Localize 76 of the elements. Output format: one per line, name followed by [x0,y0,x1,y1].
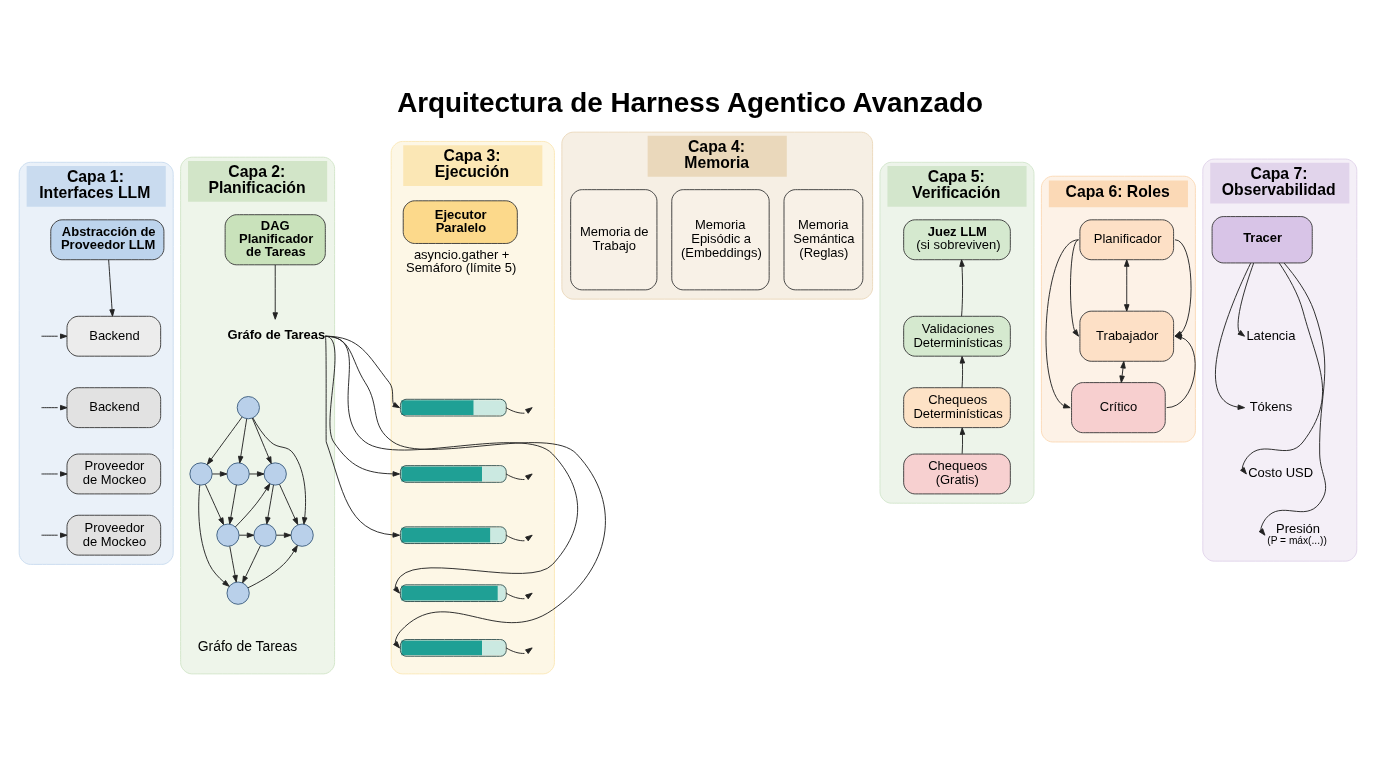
node-box: Memoria de Trabajo [570,189,658,291]
arrow [247,545,298,589]
node-circle [290,523,314,547]
arrow [505,647,533,654]
arrow [248,471,265,477]
arrow [252,417,308,525]
arrow [41,333,68,339]
arrow [1045,239,1079,409]
node-circle [263,462,287,486]
arrow [505,534,533,542]
arrow [206,416,243,465]
node-box: Proveedor de Mockeo [66,453,162,495]
arrow [959,427,966,455]
node-box: Planificador [1079,219,1175,261]
node-box: Juez LLM (si sobreviven) [903,219,1011,261]
arrow [265,484,274,525]
node-box: Proveedor de Mockeo [66,514,162,556]
arrow [228,484,237,525]
node-label: asyncio.gather + Semáforo (límite 5) [406,246,517,276]
arrow [108,259,115,317]
arrow [1240,262,1324,475]
node-circle [216,523,240,547]
arrow [1214,262,1252,410]
arrow [959,259,965,317]
arrow [41,471,68,477]
arrow [275,532,292,538]
arrow [204,483,224,526]
node-box: Backend [66,315,162,357]
arrow [324,335,400,538]
arrow [505,473,533,481]
arrow [324,335,579,594]
node-box: DAG Planificador de Tareas [224,214,326,266]
arrow [279,483,299,526]
arrow [324,335,606,649]
arrow [41,404,68,411]
arrow [251,417,272,464]
node-text: Presión (P = máx(...)) [1267,521,1327,546]
arrow [505,592,533,600]
arrow [272,264,278,320]
node-box: Validaciones Determinísticas [903,315,1011,357]
node-text: Costo USD [1248,465,1314,481]
arrow [1119,361,1126,383]
arrow [1166,334,1196,409]
arrow [234,483,271,528]
node-text: Tókens [1249,399,1293,415]
label: Gráfo de Tareas [197,638,298,655]
node-box: Memoria Semántica (Reglas) [783,189,864,291]
node-box: Memoria Episódic a (Embeddings) [671,189,770,291]
node-circle [236,396,260,420]
arrow [1070,239,1079,337]
node-box: Abstracción de Proveedor LLM [50,219,165,261]
node-text: Latencia [1246,327,1296,343]
node-circle [189,462,213,486]
arrow [238,418,248,464]
node-circle [253,523,277,547]
arrow [41,532,68,538]
node-box: Chequeos (Gratis) [903,453,1011,495]
node-box: Chequeos Determinísticas [903,387,1011,429]
arrow [1258,262,1327,536]
node-box: Crítico [1071,382,1166,434]
arrow [959,356,966,389]
arrow [1237,262,1255,337]
arrow [505,407,533,414]
node-box: Backend [66,387,162,429]
arrow [238,532,255,538]
arrow [242,545,261,584]
node-text: Gráfo de Tareas [227,326,326,342]
diagram-title: Arquitectura de Harness Agentico Avanzado [397,86,983,118]
arrow [229,545,238,583]
arrow [1124,259,1130,312]
arrow [198,484,230,587]
arrow [211,471,228,477]
node-box: Tracer [1211,216,1313,264]
node-box: Trabajador [1079,310,1175,362]
node-circle [226,581,250,605]
node-circle [226,462,250,486]
